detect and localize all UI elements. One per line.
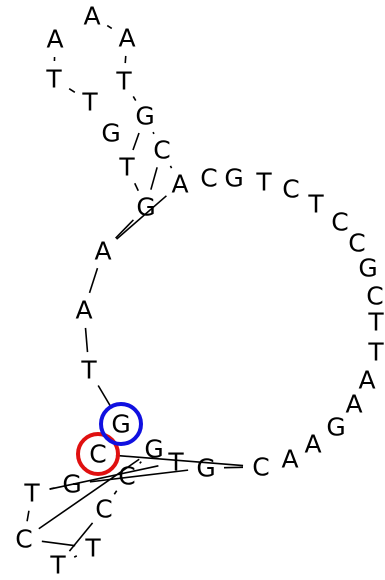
- nucleotide-label: G: [135, 102, 154, 131]
- base-pair-bond: [38, 458, 140, 530]
- nucleotide-label: C: [89, 440, 106, 469]
- nucleotide-label: C: [95, 495, 112, 524]
- nucleotide-label: C: [118, 462, 135, 491]
- nucleotide-label: A: [345, 390, 362, 419]
- nucleotide-label: T: [23, 479, 40, 508]
- nucleotide-label: G: [326, 413, 345, 442]
- nucleotide-label: A: [304, 430, 321, 459]
- nucleotide-label: C: [366, 282, 383, 311]
- nucleotide-label: A: [281, 445, 298, 474]
- nucleotide-label: A: [75, 296, 92, 325]
- nucleotide-label: T: [84, 534, 101, 563]
- nucleotide-label: A: [118, 24, 135, 53]
- backbone-segment: [41, 540, 76, 547]
- highlight-circle: [76, 432, 120, 476]
- base-pair-bond: [116, 195, 167, 240]
- backbone-segment: [73, 555, 78, 558]
- nucleotide-label: G: [358, 254, 377, 283]
- base-pair-layer: [38, 132, 244, 530]
- backbone-segment: [97, 385, 113, 409]
- nucleotide-label: G: [144, 435, 163, 464]
- backbone-segment: [84, 327, 89, 353]
- nucleotide-label: C: [282, 175, 299, 204]
- nucleotide-label: T: [45, 65, 62, 94]
- nucleotide-label: T: [80, 356, 97, 385]
- nucleotide-label: G: [136, 193, 155, 222]
- backbone-segment: [152, 131, 155, 135]
- nucleotide-label: T: [367, 308, 384, 337]
- backbone-segment: [134, 182, 139, 192]
- backbone-segment: [169, 165, 173, 169]
- nucleotide-label: T: [167, 448, 184, 477]
- nucleotide-label: C: [331, 208, 348, 237]
- base-pair-bond: [89, 469, 189, 483]
- backbone-segment: [26, 510, 30, 522]
- nucleotide-label: A: [358, 366, 375, 395]
- nucleotide-label: T: [115, 67, 132, 96]
- nucleotide-label: G: [196, 454, 215, 483]
- backbone-segment: [68, 88, 76, 93]
- nucleotide-label: T: [81, 88, 98, 117]
- base-pair-bond: [115, 454, 244, 467]
- nucleotide-label: T: [307, 190, 324, 219]
- nucleotide-label: G: [62, 470, 81, 499]
- base-pair-bond: [49, 465, 159, 490]
- nucleotide-label: T: [255, 168, 272, 197]
- nucleotide-label: T: [118, 153, 135, 182]
- nucleotide-label: A: [171, 170, 188, 199]
- backbone-segment: [115, 219, 134, 239]
- backbone-segment: [132, 96, 137, 101]
- backbone-segment: [106, 24, 113, 30]
- base-pair-bond: [132, 132, 140, 151]
- nucleotide-label: C: [200, 164, 217, 193]
- nucleotide-label: A: [46, 25, 63, 54]
- backbone-segment: [88, 267, 99, 294]
- nucleotide-label: A: [94, 237, 111, 266]
- nucleotide-label: G: [101, 119, 120, 148]
- nucleotide-label: T: [49, 551, 66, 580]
- backbone-segment: [139, 461, 142, 464]
- base-pair-bond: [150, 167, 158, 190]
- nucleotide-label: A: [83, 2, 100, 31]
- nucleotide-label: C: [252, 453, 269, 482]
- backbone-segment: [113, 490, 118, 495]
- highlight-circle: [99, 402, 143, 446]
- nucleotide-label: C: [15, 525, 32, 554]
- nucleotide-label: G: [224, 164, 243, 193]
- nucleotide-label: C: [348, 229, 365, 258]
- backbone-segment: [68, 522, 94, 552]
- highlight-layer: [76, 402, 143, 476]
- nucleotide-label: C: [153, 136, 170, 165]
- nucleotide-label: T: [367, 338, 384, 367]
- nucleotide-label: G: [111, 410, 130, 439]
